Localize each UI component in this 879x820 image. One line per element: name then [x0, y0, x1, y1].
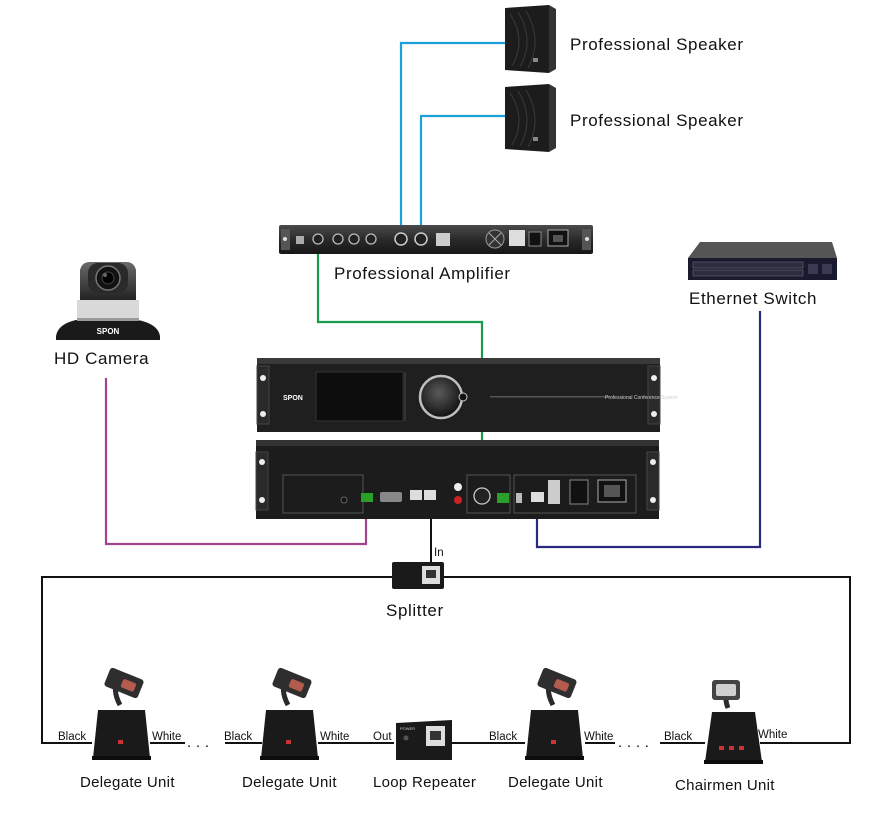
- splitter: [392, 562, 444, 589]
- host-rear-panel: [255, 440, 660, 519]
- du3-black-label: Black: [489, 731, 517, 743]
- speaker-1-label: Professional Speaker: [570, 35, 744, 54]
- host-front-panel: SPON Professional Conference System: [256, 358, 678, 432]
- ethernet-switch: [688, 242, 837, 280]
- camera-label: HD Camera: [54, 349, 149, 368]
- chairmen-unit-label: Chairmen Unit: [675, 777, 775, 794]
- delegate-unit-1-label: Delegate Unit: [80, 774, 175, 791]
- du3-white-label: White: [584, 731, 613, 743]
- du2-black-label: Black: [224, 731, 252, 743]
- ethernet-switch-label: Ethernet Switch: [689, 289, 817, 308]
- host-caption: Professional Conference System: [605, 395, 678, 401]
- camera-brand-logo: SPON: [97, 327, 120, 336]
- speaker-1: [505, 5, 556, 73]
- loop-cable: [41, 576, 851, 744]
- speaker-2: [505, 84, 556, 152]
- splitter-in-label: In: [434, 547, 444, 559]
- speaker-cable-1: [399, 41, 506, 233]
- ellipsis-1: . . .: [187, 734, 209, 751]
- speaker-2-label: Professional Speaker: [570, 111, 744, 130]
- camera-cable: [104, 378, 368, 546]
- du2-white-label: White: [320, 731, 349, 743]
- amplifier-label: Professional Amplifier: [334, 264, 511, 283]
- delegate-unit-1: [92, 667, 151, 760]
- loop-repeater: POWER: [396, 720, 452, 760]
- delegate-unit-3-label: Delegate Unit: [508, 774, 603, 791]
- loop-repeater-label: Loop Repeater: [373, 774, 476, 791]
- du1-white-label: White: [152, 731, 181, 743]
- chairmen-unit: [704, 680, 763, 764]
- repeater-power-label: POWER: [400, 726, 415, 731]
- delegate-unit-2: [260, 667, 319, 760]
- ellipsis-2: . . . .: [618, 734, 649, 751]
- delegate-unit-2-label: Delegate Unit: [242, 774, 337, 791]
- speaker-cable-2: [419, 114, 506, 233]
- hd-camera: SPON: [56, 262, 160, 340]
- amplifier: [279, 225, 593, 254]
- host-brand-logo: SPON: [283, 395, 303, 402]
- chair-black-label: Black: [664, 731, 692, 743]
- repeater-out-label: Out: [373, 731, 392, 743]
- network-cable: [535, 311, 762, 549]
- du1-black-label: Black: [58, 731, 86, 743]
- chair-white-label: White: [758, 729, 787, 741]
- delegate-unit-3: [525, 667, 584, 760]
- splitter-label: Splitter: [386, 601, 444, 620]
